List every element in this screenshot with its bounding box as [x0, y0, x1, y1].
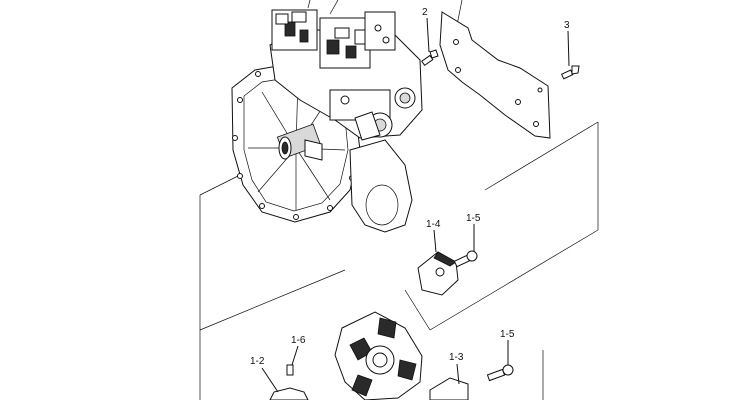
coupling-insert-1-3 [429, 363, 469, 400]
callout-1-5-upper: 1-5 [466, 213, 481, 224]
bolt-part-1-5-upper [453, 224, 478, 268]
mounting-bracket [439, 11, 551, 139]
bolt-part-2 [421, 17, 439, 67]
coupling-element [334, 311, 423, 400]
hydraulic-pump-body [269, 29, 423, 141]
assembly-boundary-lines [199, 0, 599, 400]
callout-2: 2 [422, 7, 428, 18]
callout-1-5-lower: 1-5 [500, 329, 515, 340]
lower-casing [349, 139, 413, 233]
coupling-insert-1-4 [417, 229, 459, 296]
bolt-part-1-6 [286, 345, 299, 376]
callout-1-6: 1-6 [291, 335, 306, 346]
valve-blocks [271, 0, 396, 69]
callout-1-3: 1-3 [449, 352, 464, 363]
callout-1-4: 1-4 [426, 219, 441, 230]
bolt-part-3 [560, 30, 580, 80]
callout-3: 3 [564, 20, 570, 31]
bolt-part-1-5-lower [486, 340, 514, 382]
flange-part-1-2 [261, 367, 309, 400]
callout-1-2: 1-2 [250, 356, 265, 367]
